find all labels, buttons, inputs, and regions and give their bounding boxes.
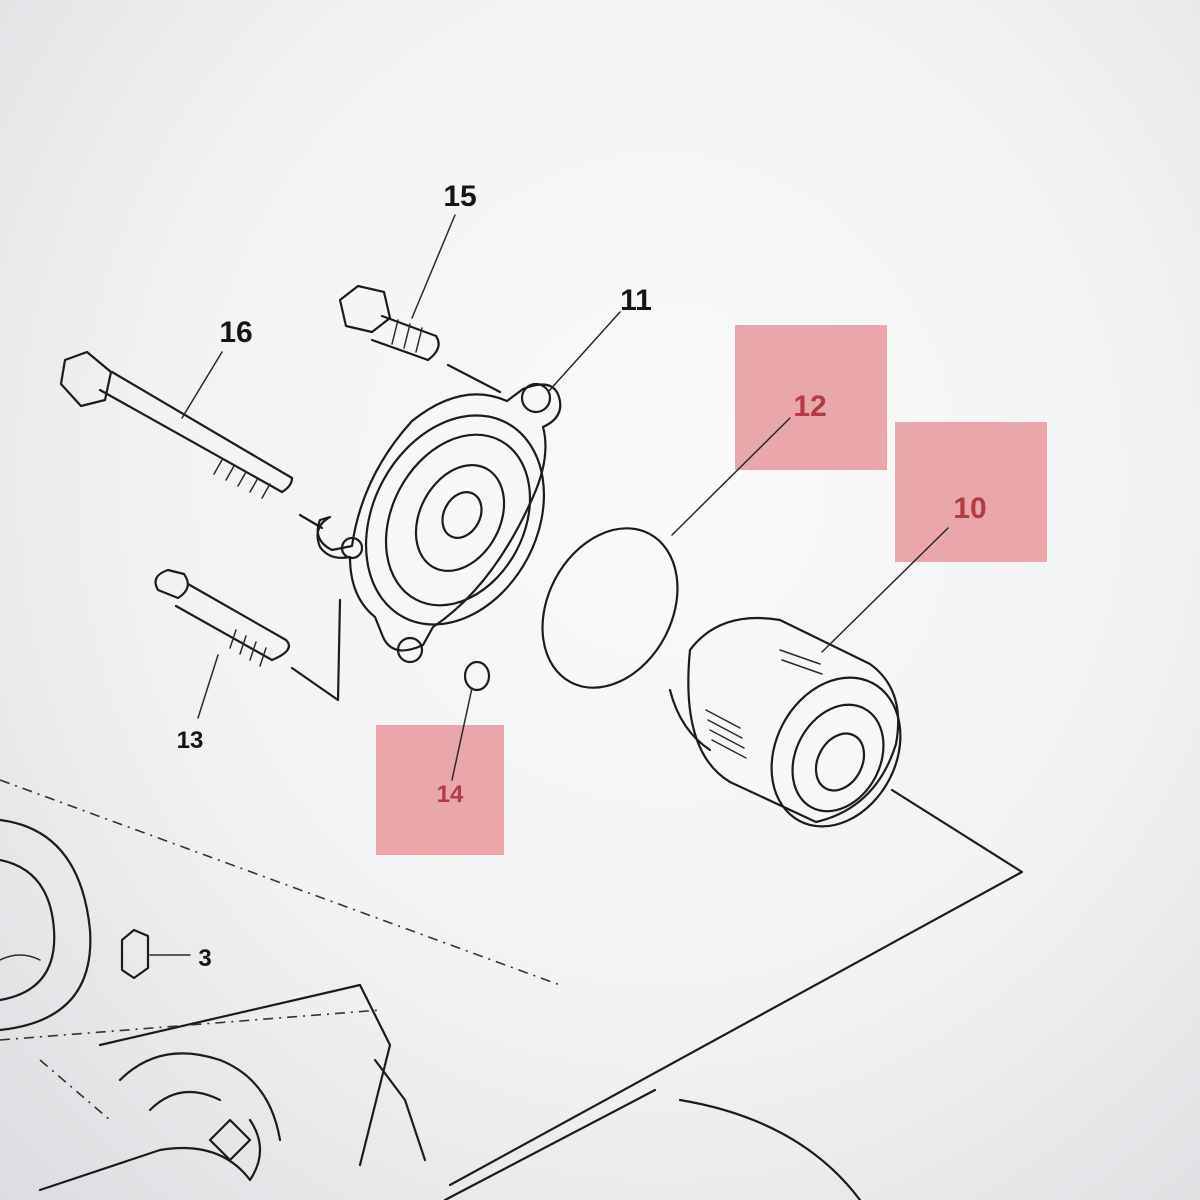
callout-16: 16 [219,316,252,349]
callout-11: 11 [620,284,652,317]
oil-filter-cover-11 [316,382,562,664]
highlight-box-14 [376,725,504,855]
highlight-box-10 [895,422,1047,562]
short-bolt-15 [338,284,502,394]
callout-10: 10 [953,492,986,525]
callout-13: 13 [177,727,204,754]
callout-15: 15 [443,180,476,213]
callout-3: 3 [198,945,211,972]
long-bolt-16 [59,350,324,530]
oil-filter-element-10 [668,616,902,828]
callout-12: 12 [793,390,826,423]
highlight-box-12 [735,325,887,470]
leader-lines [149,214,949,956]
callout-14: 14 [437,781,464,808]
large-o-ring-12 [541,527,679,689]
background-engine-parts [0,779,862,1200]
assembly-guide-line [448,788,1024,1187]
bolt-13 [154,568,342,702]
small-o-ring-14 [463,660,491,692]
